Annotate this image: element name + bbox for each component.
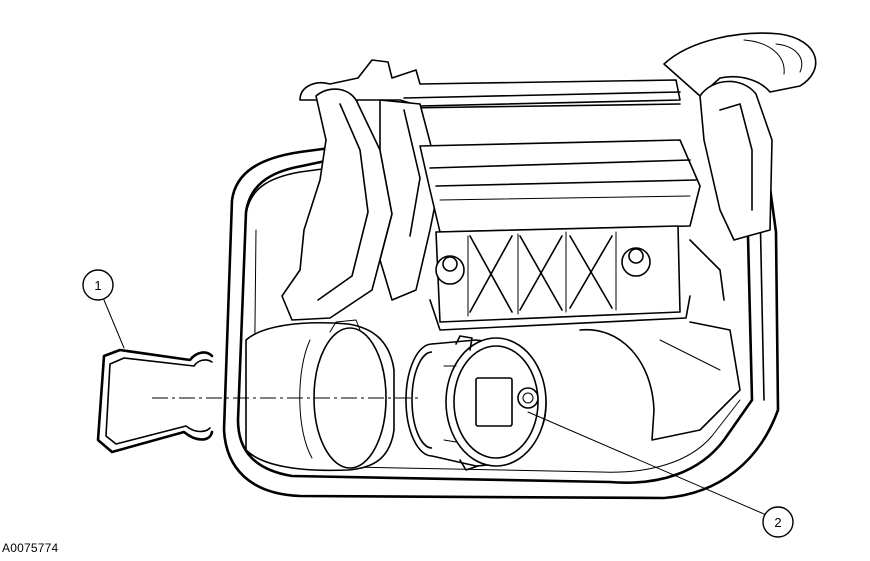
leader-line-1 [103,299,125,349]
callout-2: 2 [762,506,794,538]
callout-1: 1 [82,269,114,301]
callout-1-number: 1 [94,278,101,293]
callout-2-number: 2 [774,515,781,530]
lock-cylinder-bore [245,319,395,472]
lock-cylinder [405,335,547,471]
housing-recess [579,321,741,441]
handle-mechanism [281,32,817,331]
retaining-clip [96,348,214,454]
leader-line-2 [527,411,765,515]
figure-id-label: A0075774 [2,541,59,555]
